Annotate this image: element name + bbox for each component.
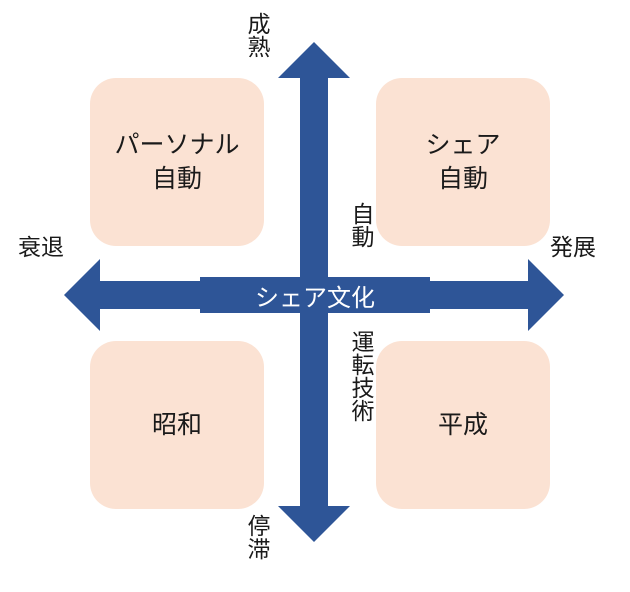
box-bottom-right: 平成 <box>376 341 550 509</box>
box-bottom-left: 昭和 <box>90 341 264 509</box>
box-bottom-right-label: 平成 <box>437 410 488 439</box>
box-top-left-line1: パーソナル <box>114 130 240 159</box>
box-top-right-line2: 自動 <box>437 164 488 193</box>
axis-left-label: 衰退 <box>18 235 64 261</box>
vertical-axis-label-lower: 運転技術 <box>347 330 373 422</box>
vertical-axis-label-upper: 自動 <box>347 202 373 248</box>
axis-top-label: 成熟 <box>243 12 269 58</box>
horizontal-axis-label: シェア文化 <box>200 277 430 313</box>
axis-right-label: 発展 <box>550 235 596 261</box>
box-top-left: パーソナル 自動 <box>90 78 264 246</box>
box-top-left-line2: 自動 <box>151 164 202 193</box>
box-top-right: シェア 自動 <box>376 78 550 246</box>
box-bottom-left-label: 昭和 <box>151 410 202 439</box>
box-top-right-line1: シェア <box>425 130 501 159</box>
axis-bottom-label: 停滞 <box>243 514 269 560</box>
